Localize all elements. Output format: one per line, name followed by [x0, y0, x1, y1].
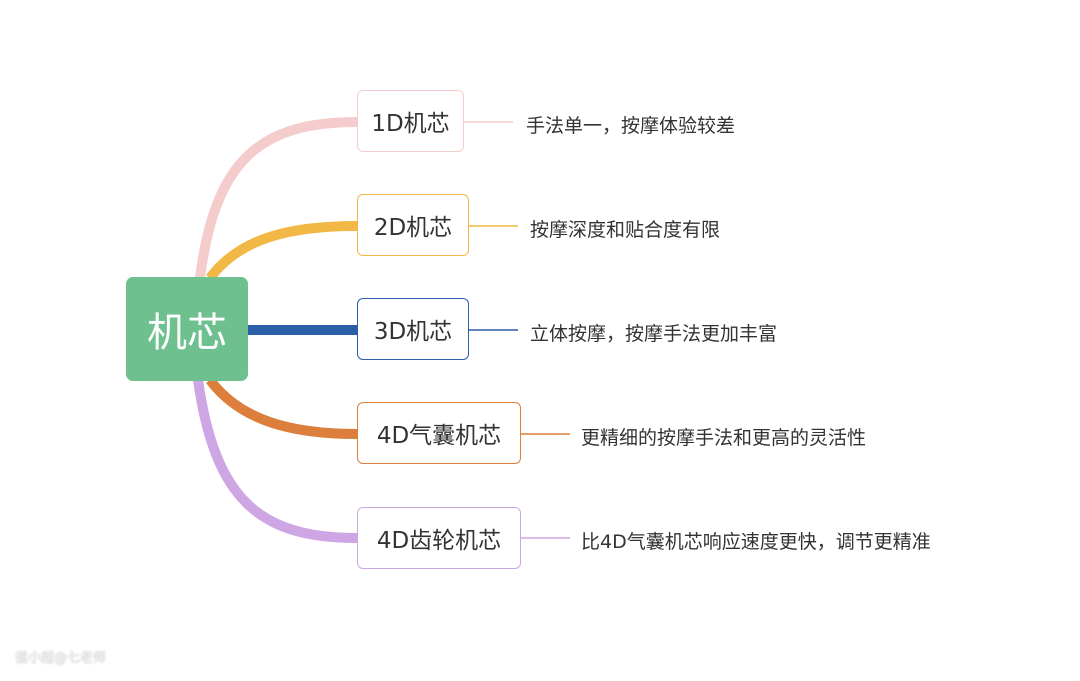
node-1d[interactable]: 1D机芯 — [357, 90, 464, 152]
node-label: 4D齿轮机芯 — [376, 528, 502, 554]
node-4d-airbag[interactable]: 4D气囊机芯 — [357, 402, 521, 464]
node-label: 2D机芯 — [373, 215, 453, 241]
root-node[interactable]: 机芯 — [126, 277, 248, 381]
leaf-1d[interactable]: 手法单一，按摩体验较差 — [526, 115, 736, 137]
leaf-4d-gear[interactable]: 比4D气囊机芯响应速度更快，调节更精准 — [581, 531, 931, 553]
node-2d[interactable]: 2D机芯 — [357, 194, 469, 256]
node-label: 4D气囊机芯 — [376, 423, 502, 449]
node-3d[interactable]: 3D机芯 — [357, 298, 469, 360]
node-label: 3D机芯 — [373, 319, 453, 345]
node-label: 1D机芯 — [371, 111, 450, 137]
leaf-4d-airbag[interactable]: 更精细的按摩手法和更高的灵活性 — [581, 427, 867, 449]
root-label: 机芯 — [147, 310, 227, 356]
node-4d-gear[interactable]: 4D齿轮机芯 — [357, 507, 521, 569]
branch-connector-1d — [195, 117, 358, 279]
branch-connector-4d-airbag — [206, 376, 358, 439]
watermark: 值小超@七老师 — [15, 651, 107, 666]
branch-connector-4d-gear — [193, 379, 358, 543]
leaf-3d[interactable]: 立体按摩，按摩手法更加丰富 — [530, 323, 778, 345]
branch-connector-2d — [206, 221, 358, 282]
leaf-2d[interactable]: 按摩深度和贴合度有限 — [530, 219, 721, 241]
